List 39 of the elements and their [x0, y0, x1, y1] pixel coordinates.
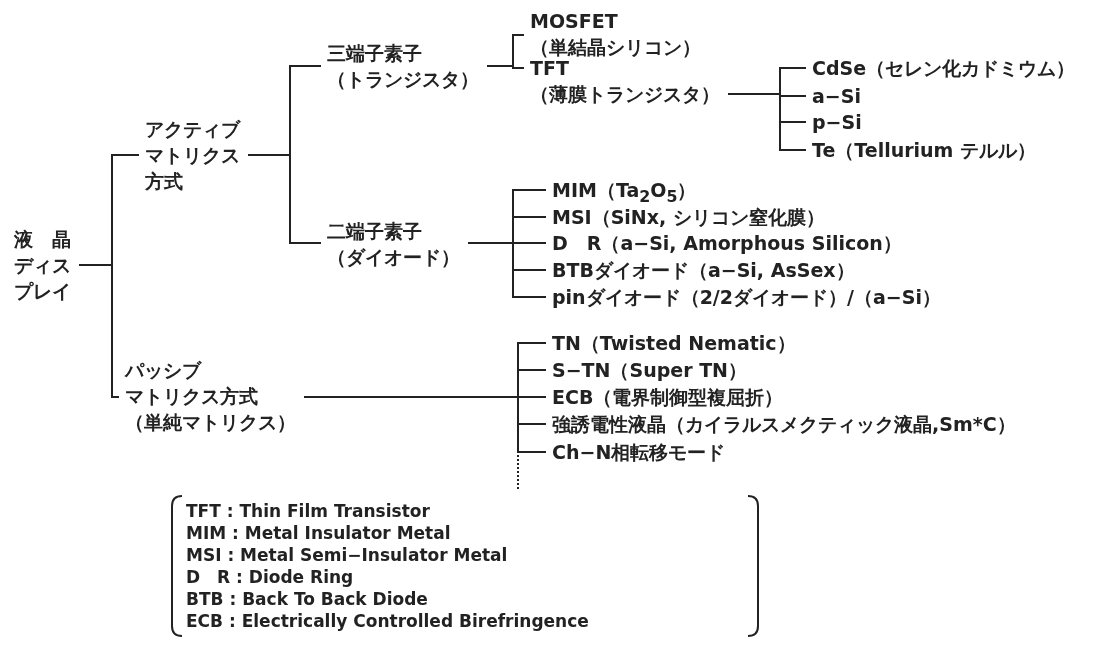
item-label: BTBダイオード（a−Si, AsSex）: [552, 258, 855, 283]
connector-line: [247, 154, 322, 244]
item-label: MIM（Ta$_{2}$O$_{5}$）: [552, 178, 697, 208]
category-label: マトリクス方式: [125, 384, 259, 409]
item-label: Te（Tellurium テルル）: [812, 138, 1037, 163]
item-label: D R（a−Si, Amorphous Silicon）: [552, 231, 902, 256]
item-label: 強誘電性液晶（カイラルスメクティック液晶,Sm*C）: [552, 412, 1016, 437]
abbreviation-note: ECB : Electrically Controlled Birefringence: [186, 610, 589, 632]
item-label: Ch−N相転移モード: [552, 440, 726, 465]
abbreviation-note: MIM : Metal Insulator Metal: [186, 522, 451, 544]
item-label: CdSe（セレン化カドミウム）: [812, 56, 1076, 81]
item-label: （単結晶シリコン）: [530, 35, 701, 60]
category-label: TFT: [530, 57, 570, 81]
connector-line: [303, 396, 547, 453]
item-label: ECB（電界制御型複屈折）: [552, 385, 784, 410]
item-label: MSI（SiNx, シリコン窒化膜）: [552, 205, 825, 230]
category-label: （薄膜トランジスタ）: [530, 82, 720, 107]
category-label: パッシブ: [125, 358, 203, 383]
connector-line: [727, 93, 807, 151]
connector-line: [78, 264, 120, 398]
item-label: S−TN（Super TN）: [552, 358, 747, 383]
category-label: 二端子素子: [327, 219, 423, 244]
abbreviation-note: D R : Diode Ring: [186, 566, 354, 588]
connector-line: [467, 242, 547, 298]
abbreviation-note: BTB : Back To Back Diode: [186, 588, 428, 610]
item-label: MOSFET: [530, 9, 619, 34]
abbreviation-note: MSI : Metal Semi−Insulator Metal: [186, 544, 508, 566]
item-label: a−Si: [812, 84, 861, 109]
category-label: 液 晶ディスプレイ: [14, 227, 71, 304]
connector-line: [486, 65, 525, 69]
item-label: TN（Twisted Nematic）: [552, 331, 796, 356]
category-label: アクティブマトリクス方式: [145, 117, 240, 194]
abbreviation-note: TFT : Thin Film Transistor: [186, 500, 430, 522]
category-label: 三端子素子: [327, 41, 423, 66]
category-label: （トランジスタ）: [327, 67, 479, 92]
category-label: （単純マトリクス）: [125, 410, 296, 435]
category-label: （ダイオード）: [327, 245, 460, 270]
item-label: pinダイオード（2/2ダイオード）/（a−Si）: [552, 285, 941, 310]
item-label: p−Si: [812, 110, 862, 135]
